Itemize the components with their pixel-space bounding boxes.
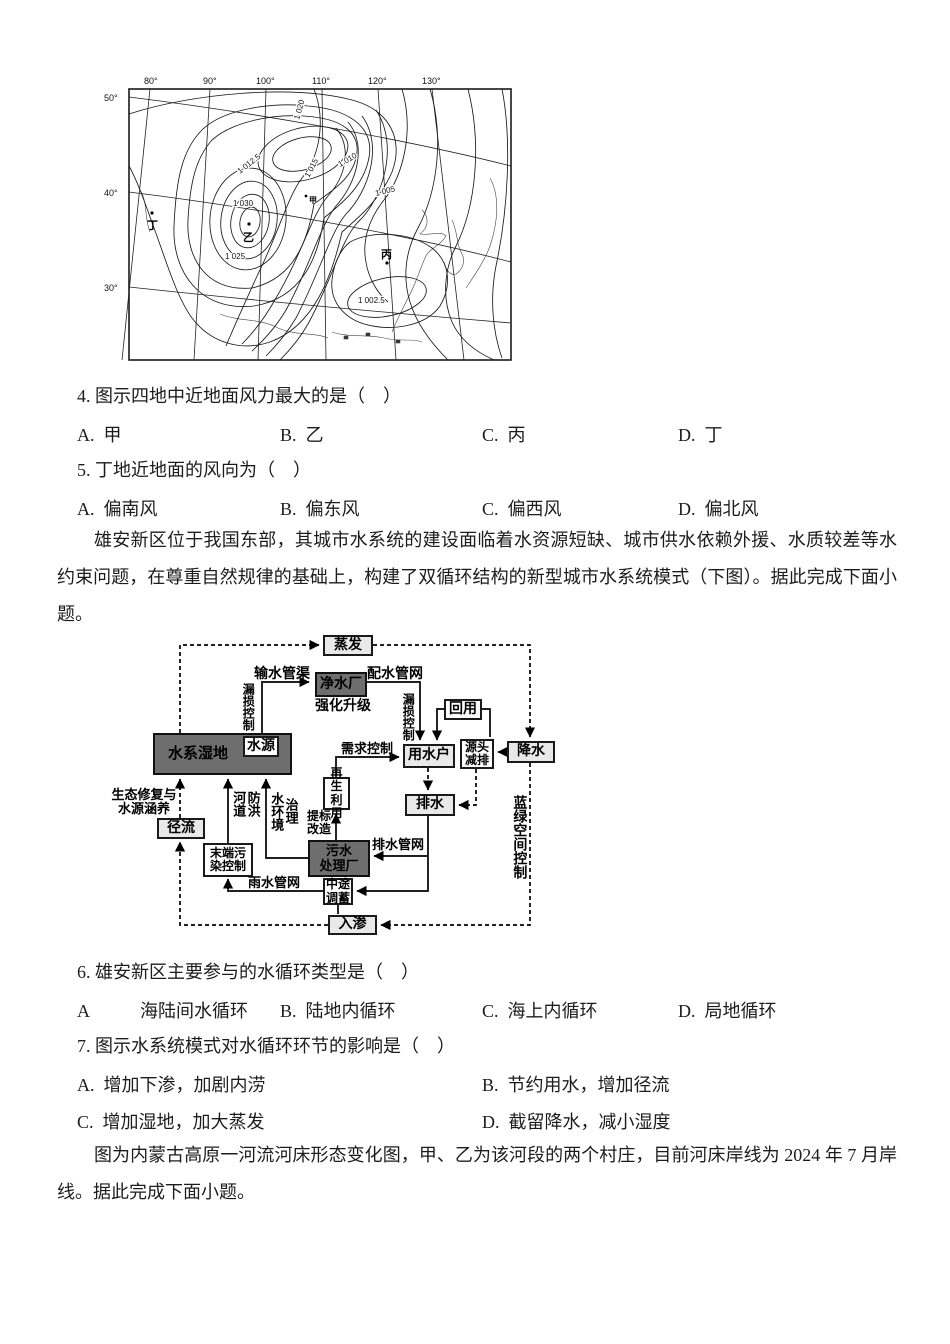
option-b: B.陆地内循环 <box>280 1001 396 1021</box>
box-reuse: 回用 <box>444 699 482 720</box>
box-water-source: 水源 <box>243 736 279 757</box>
box-precipitation: 降水 <box>507 741 555 763</box>
box-runoff: 径流 <box>157 818 205 839</box>
point-ding: 丁 <box>147 219 158 232</box>
question-7-options-ab: A.增加下渗，加剧内涝 B.节约用水，增加径流 <box>77 1071 877 1095</box>
box-midway-storage: 中途 调蓄 <box>323 877 353 905</box>
question-6: 6. 雄安新区主要参与的水循环类型是（ ） <box>77 960 419 984</box>
label-upgrade: 强化升级 <box>315 699 371 714</box>
question-5: 5. 丁地近地面的风向为（ ） <box>77 458 311 482</box>
lon-label: 80° <box>144 76 158 86</box>
question-text: 雄安新区主要参与的水循环类型是（ ） <box>95 962 419 982</box>
question-number: 7. <box>77 1036 91 1056</box>
question-7: 7. 图示水系统模式对水循环环节的影响是（ ） <box>77 1034 455 1058</box>
point-jia: 甲 <box>309 196 317 205</box>
option-c: C.增加湿地，加大蒸发 <box>77 1112 265 1132</box>
isobar-map-figure: 1 012.5 1 020 1 015 1 010 1 005 1 030 1 … <box>100 70 520 372</box>
label-leak-control-left: 漏损控制 <box>241 683 256 731</box>
box-evaporation: 蒸发 <box>323 635 373 656</box>
map-border <box>128 88 512 361</box>
question-text: 图示四地中近地面风力最大的是（ ） <box>95 386 401 406</box>
option-d: D.丁 <box>678 425 723 445</box>
box-infiltration: 入渗 <box>328 915 377 935</box>
label-distribution-network: 配水管网 <box>367 667 423 682</box>
map-points: 甲 乙 丙 丁 <box>147 194 392 265</box>
box-regeneration: 再生 利用 <box>323 766 350 820</box>
passage-inner-mongolia: 图为内蒙古高原一河流河床形态变化图，甲、乙为该河段的两个村庄，目前河床岸线为 2… <box>57 1145 897 1202</box>
isobar-map-svg: 1 012.5 1 020 1 015 1 010 1 005 1 030 1 … <box>104 76 512 361</box>
option-c: C.海上内循环 <box>482 1001 598 1021</box>
option-b: B.乙 <box>280 425 324 445</box>
label-drainage-network: 排水管网 <box>372 837 425 852</box>
box-source-reduction: 源头 减排 <box>460 739 494 769</box>
lon-label: 90° <box>203 76 217 86</box>
map-coastline <box>139 177 498 344</box>
graticule-labels: 80° 90° 100° 110° 120° 130° 50° 40° 30° <box>104 76 441 293</box>
option-d: D.截留降水，减小湿度 <box>482 1112 671 1132</box>
box-wetland: 水系湿地 <box>153 733 292 775</box>
label-rainwater-network: 雨水管网 <box>248 875 301 890</box>
question-4-options: A.甲 B.乙 C.丙 D.丁 <box>77 421 877 445</box>
option-b: B.节约用水，增加径流 <box>482 1075 670 1095</box>
box-water-plant: 净水厂 <box>315 672 367 697</box>
option-b: B.偏东风 <box>280 499 360 519</box>
question-7-options-cd: C.增加湿地，加大蒸发 D.截留降水，减小湿度 <box>77 1108 877 1132</box>
isobars <box>128 88 509 361</box>
isobar-label: 1 010 <box>337 151 359 169</box>
box-sewage-plant: 污水 处理厂 <box>308 840 370 877</box>
lat-label: 50° <box>104 93 118 103</box>
water-system-diagram: 蒸发 净水厂 回用 水系湿地 水源 用水户 源头 减排 降水 排水 再生 利用 … <box>100 630 555 942</box>
lon-label: 130° <box>422 76 441 86</box>
question-number: 4. <box>77 386 91 406</box>
label-demand-control: 需求控制 <box>341 741 394 756</box>
lat-label: 30° <box>104 283 118 293</box>
point-yi: 乙 <box>243 231 254 244</box>
box-drainage: 排水 <box>405 794 455 816</box>
question-5-options: A.偏南风 B.偏东风 C.偏西风 D.偏北风 <box>77 495 877 519</box>
lat-label: 40° <box>104 188 118 198</box>
isobar-label: 1 015 <box>303 157 321 179</box>
point-bing: 丙 <box>381 248 392 261</box>
isobar-label: 1 025 <box>225 252 246 261</box>
lon-label: 110° <box>312 76 330 86</box>
question-4: 4. 图示四地中近地面风力最大的是（ ） <box>77 384 401 408</box>
box-water-users: 用水户 <box>403 744 455 768</box>
option-a: A.偏南风 <box>77 499 158 519</box>
option-d: D.局地循环 <box>678 1001 777 1021</box>
label-transmission-canal: 输水管渠 <box>254 667 310 682</box>
label-eco-restoration: 生态修复与 水源涵养 <box>111 787 177 817</box>
label-water-env-treatment: 水环境治理 <box>269 791 299 831</box>
label-blue-green-space: 蓝绿空间控制 <box>511 795 527 879</box>
option-d: D.偏北风 <box>678 499 759 519</box>
label-leak-control-right: 漏损控制 <box>401 693 416 741</box>
option-c: C.丙 <box>482 425 526 445</box>
box-end-pollution-control: 末端污 染控制 <box>203 843 253 877</box>
lon-label: 120° <box>368 76 387 86</box>
isobar-label: 1 030 <box>233 199 254 208</box>
isobar-label: 1 002.5 <box>358 296 385 305</box>
passage-xiongan: 雄安新区位于我国东部，其城市水系统的建设面临着水资源短缺、城市供水依赖外援、水质… <box>57 530 897 624</box>
question-text: 图示水系统模式对水循环环节的影响是（ ） <box>95 1036 455 1056</box>
option-c: C.偏西风 <box>482 499 562 519</box>
option-a: A.增加下渗，加剧内涝 <box>77 1075 266 1095</box>
label-river-flood-control: 河道防洪 <box>231 791 261 817</box>
isobar-label: 1 012.5 <box>236 152 263 176</box>
question-number: 6. <box>77 962 91 982</box>
isobar-label: 1 020 <box>292 98 306 120</box>
option-a: A.甲 <box>77 425 122 445</box>
lon-label: 100° <box>256 76 275 86</box>
question-text: 丁地近地面的风向为（ ） <box>95 460 311 480</box>
label-standard-upgrade: 提标 改造 <box>306 809 331 837</box>
diagram-lines <box>174 639 536 931</box>
question-number: 5. <box>77 460 91 480</box>
